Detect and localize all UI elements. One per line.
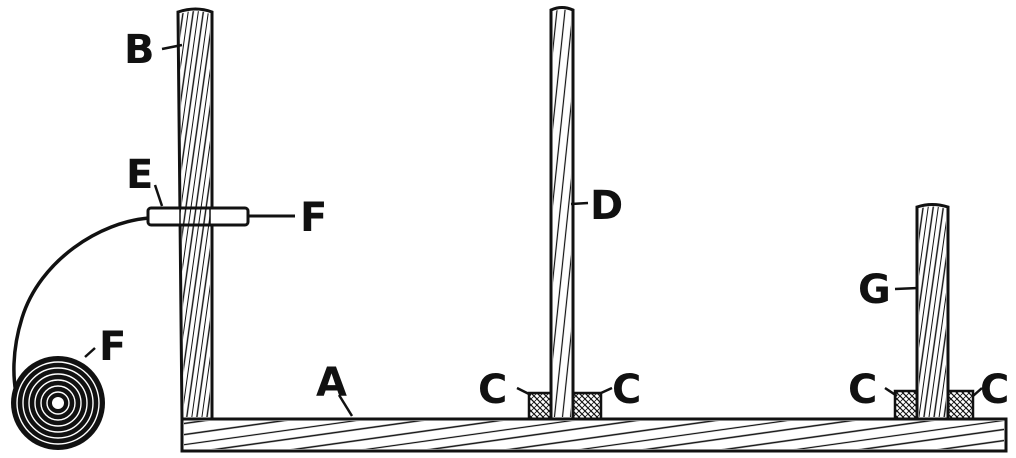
label-tube: E — [126, 152, 153, 198]
short-post-block-right — [946, 389, 975, 421]
label-block-right-mid: C — [612, 367, 641, 413]
label-coil: F — [99, 324, 126, 370]
label-short-post: G — [858, 267, 891, 313]
leader-lines — [84, 43, 983, 417]
middle-post-block-left — [527, 391, 553, 421]
label-base: A — [316, 360, 347, 406]
middle-post-block-right — [571, 391, 603, 421]
label-block-left-right: C — [848, 367, 877, 413]
label-middle-post: D — [590, 183, 623, 229]
short-post — [915, 203, 950, 421]
wire-coil — [11, 356, 105, 450]
base-board — [180, 417, 1008, 453]
label-wire-end: F — [300, 195, 327, 241]
middle-post — [549, 6, 575, 421]
tube — [146, 206, 295, 227]
wire — [12, 216, 150, 403]
label-block-right-right: C — [980, 367, 1009, 413]
label-block-left-mid: C — [478, 367, 507, 413]
short-post-block-left — [893, 389, 919, 421]
label-left-post: B — [124, 27, 155, 73]
